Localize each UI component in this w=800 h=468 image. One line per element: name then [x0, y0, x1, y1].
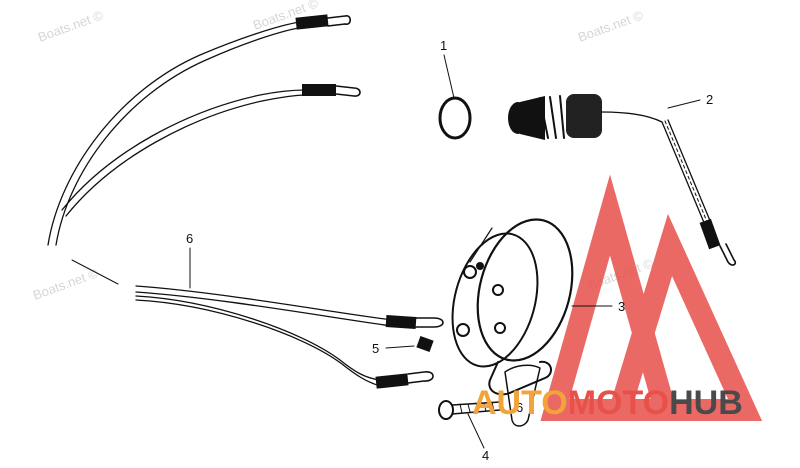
lower-wire-harness: [71, 247, 444, 389]
logo-moto: MOTO: [568, 384, 669, 422]
callout-5: 5: [372, 341, 379, 356]
screw: [438, 400, 501, 449]
automotohub-logo: AUTOMOTOHUB: [472, 384, 743, 422]
callout-1: 1: [440, 38, 447, 53]
logo-auto: AUTO: [472, 384, 568, 422]
callout-2: 2: [706, 92, 713, 107]
top-wire-harness: [47, 14, 361, 246]
callout-6-secondary: 6: [516, 400, 523, 415]
callout-3: 3: [618, 299, 625, 314]
callout-6: 6: [186, 231, 193, 246]
watermark: Boats.net ©: [31, 265, 101, 303]
watermark-group: Boats.net © Boats.net © Boats.net © Boat…: [31, 0, 656, 303]
callout-4: 4: [482, 448, 489, 463]
watermark: Boats.net ©: [36, 7, 106, 45]
logo-triangle: [540, 174, 763, 421]
logo-hub: HUB: [669, 384, 743, 422]
bulb-socket: [508, 94, 737, 266]
gauge-housing: [451, 218, 613, 427]
svg-text:AUTOMOTOHUB: AUTOMOTOHUB: [472, 384, 743, 422]
callout-labels: 1 2 3 4 5 6 6: [186, 38, 713, 463]
nut: [385, 335, 434, 353]
watermark: Boats.net ©: [576, 7, 646, 45]
retaining-ring: [438, 54, 472, 140]
